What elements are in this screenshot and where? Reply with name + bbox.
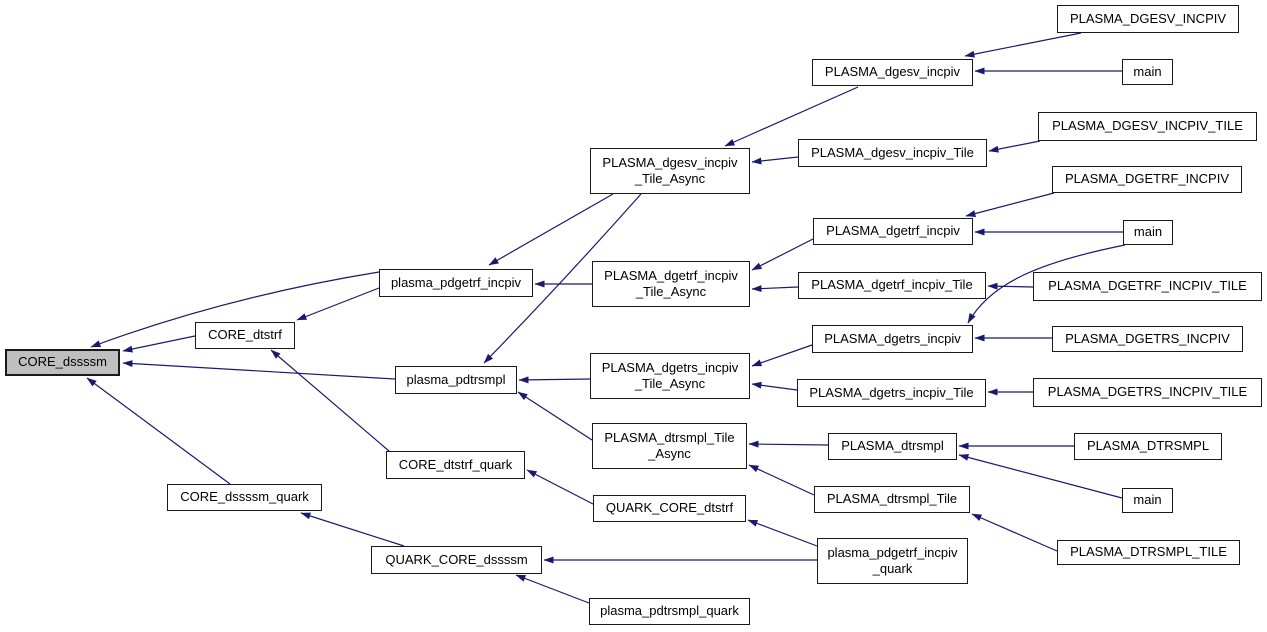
node-QUARK_CORE_dtstrf[interactable]: QUARK_CORE_dtstrf xyxy=(593,495,746,522)
node-PLASMA_dgesv_incpiv[interactable]: PLASMA_dgesv_incpiv xyxy=(812,59,973,86)
edge-CORE_dtstrf_quark--CORE_dtstrf xyxy=(270,349,390,452)
node-main-2[interactable]: main xyxy=(1123,220,1173,245)
node-PLASMA_dgetrf_incpiv_Tile[interactable]: PLASMA_dgetrf_incpiv_Tile xyxy=(798,272,986,299)
node-PLASMA_dgetrs_incpiv_Tile[interactable]: PLASMA_dgetrs_incpiv_Tile xyxy=(797,379,986,407)
node-plasma_pdgetrf_incpiv[interactable]: plasma_pdgetrf_incpiv xyxy=(379,269,533,297)
edge-PLASMA_dgesv_incpiv_Tile_Async--plasma_pdgetrf_incpiv xyxy=(488,193,614,266)
node-main-1[interactable]: main xyxy=(1122,59,1173,85)
node-plasma_pdtrsmpl_quark[interactable]: plasma_pdtrsmpl_quark xyxy=(589,598,750,625)
node-PLASMA_DTRSMPL_TILE[interactable]: PLASMA_DTRSMPL_TILE xyxy=(1057,540,1240,565)
edge-PLASMA_dgesv_incpiv_Tile--PLASMA_dgesv_incpiv_Tile_Async xyxy=(751,156,799,165)
node-CORE_dtstrf_quark[interactable]: CORE_dtstrf_quark xyxy=(386,451,525,479)
edge-PLASMA_DTRSMPL_TILE--PLASMA_dtrsmpl_Tile xyxy=(971,513,1058,552)
edge-PLASMA_dgetrf_incpiv--PLASMA_dgetrf_incpiv_Tile_Async xyxy=(751,238,814,271)
node-PLASMA_dtrsmpl_Tile[interactable]: PLASMA_dtrsmpl_Tile xyxy=(814,486,970,513)
edges-group xyxy=(86,32,1126,604)
node-CORE_dssssm_quark[interactable]: CORE_dssssm_quark xyxy=(167,484,322,511)
node-PLASMA_DTRSMPL[interactable]: PLASMA_DTRSMPL xyxy=(1074,433,1222,460)
edge-plasma_pdtrsmpl--CORE_dssssm xyxy=(122,360,396,380)
node-PLASMA_DGETRF_INCPIV_TILE[interactable]: PLASMA_DGETRF_INCPIV_TILE xyxy=(1033,272,1262,301)
edge-QUARK_CORE_dtstrf--CORE_dtstrf_quark xyxy=(526,469,594,505)
edge-CORE_dssssm_quark--CORE_dssssm xyxy=(86,377,231,485)
node-PLASMA_DGETRS_INCPIV_TILE[interactable]: PLASMA_DGETRS_INCPIV_TILE xyxy=(1033,378,1262,407)
node-PLASMA_dgetrf_incpiv_Tile_Async[interactable]: PLASMA_dgetrf_incpiv _Tile_Async xyxy=(592,261,750,307)
edge-plasma_pdgetrf_incpiv_quark--QUARK_CORE_dtstrf xyxy=(747,519,818,547)
node-PLASMA_dtrsmpl_Tile_Async[interactable]: PLASMA_dtrsmpl_Tile _Async xyxy=(592,423,747,469)
edge-PLASMA_dtrsmpl_Tile--PLASMA_dtrsmpl_Tile_Async xyxy=(748,464,815,496)
edge-PLASMA_dgesv_incpiv_Tile_Async--plasma_pdtrsmpl xyxy=(483,193,642,364)
node-PLASMA_dgetrs_incpiv[interactable]: PLASMA_dgetrs_incpiv xyxy=(812,325,973,353)
edge-PLASMA_dgetrs_incpiv_Tile--PLASMA_dgetrs_incpiv_Tile_Async xyxy=(751,381,798,391)
edge-CORE_dtstrf--CORE_dssssm xyxy=(122,335,196,353)
node-PLASMA_DGESV_INCPIV[interactable]: PLASMA_DGESV_INCPIV xyxy=(1057,5,1239,33)
edge-PLASMA_dtrsmpl_Tile_Async--plasma_pdtrsmpl xyxy=(517,391,593,441)
node-CORE_dtstrf[interactable]: CORE_dtstrf xyxy=(195,322,295,349)
edge-PLASMA_dgetrf_incpiv_Tile--PLASMA_dgetrf_incpiv_Tile_Async xyxy=(751,285,799,293)
node-PLASMA_dgetrf_incpiv[interactable]: PLASMA_dgetrf_incpiv xyxy=(813,218,973,245)
edge-PLASMA_DGETRF_INCPIV_TILE--PLASMA_dgetrf_incpiv_Tile xyxy=(987,282,1034,290)
edge-PLASMA_dgetrs_incpiv--PLASMA_dgetrs_incpiv_Tile_Async xyxy=(751,344,813,367)
node-QUARK_CORE_dssssm[interactable]: QUARK_CORE_dssssm xyxy=(371,546,542,574)
node-PLASMA_dgesv_incpiv_Tile_Async[interactable]: PLASMA_dgesv_incpiv _Tile_Async xyxy=(590,148,750,194)
node-main-3[interactable]: main xyxy=(1122,488,1173,513)
edge-plasma_pdgetrf_incpiv--CORE_dtstrf xyxy=(296,287,380,321)
node-PLASMA_dgesv_incpiv_Tile[interactable]: PLASMA_dgesv_incpiv_Tile xyxy=(798,139,987,167)
edge-main-3--PLASMA_dtrsmpl xyxy=(958,454,1123,499)
node-PLASMA_DGETRS_INCPIV[interactable]: PLASMA_DGETRS_INCPIV xyxy=(1052,326,1243,352)
node-plasma_pdgetrf_incpiv_quark[interactable]: plasma_pdgetrf_incpiv _quark xyxy=(817,538,968,584)
node-PLASMA_DGETRF_INCPIV[interactable]: PLASMA_DGETRF_INCPIV xyxy=(1052,166,1242,193)
node-PLASMA_DGESV_INCPIV_TILE[interactable]: PLASMA_DGESV_INCPIV_TILE xyxy=(1038,112,1257,141)
edge-PLASMA_dgetrs_incpiv_Tile_Async--plasma_pdtrsmpl xyxy=(518,376,591,384)
edge-plasma_pdgetrf_incpiv--CORE_dssssm xyxy=(90,271,380,348)
edge-QUARK_CORE_dssssm--CORE_dssssm_quark xyxy=(300,512,405,547)
edge-PLASMA_DGESV_INCPIV--PLASMA_dgesv_incpiv xyxy=(964,32,1082,58)
edge-PLASMA_dgesv_incpiv--PLASMA_dgesv_incpiv_Tile_Async xyxy=(724,86,859,147)
node-PLASMA_dtrsmpl[interactable]: PLASMA_dtrsmpl xyxy=(828,433,957,460)
node-plasma_pdtrsmpl[interactable]: plasma_pdtrsmpl xyxy=(395,366,517,394)
edge-PLASMA_DGETRF_INCPIV--PLASMA_dgetrf_incpiv xyxy=(965,192,1055,217)
edge-main-2--PLASMA_dgetrs_incpiv xyxy=(967,244,1126,324)
edge-PLASMA_dtrsmpl--PLASMA_dtrsmpl_Tile_Async xyxy=(748,440,829,448)
edge-PLASMA_DGESV_INCPIV_TILE--PLASMA_dgesv_incpiv_Tile xyxy=(988,140,1041,153)
node-CORE_dssssm[interactable]: CORE_dssssm xyxy=(5,349,120,376)
edge-plasma_pdtrsmpl_quark--QUARK_CORE_dssssm xyxy=(515,574,590,604)
node-PLASMA_dgetrs_incpiv_Tile_Async[interactable]: PLASMA_dgetrs_incpiv _Tile_Async xyxy=(590,353,750,399)
